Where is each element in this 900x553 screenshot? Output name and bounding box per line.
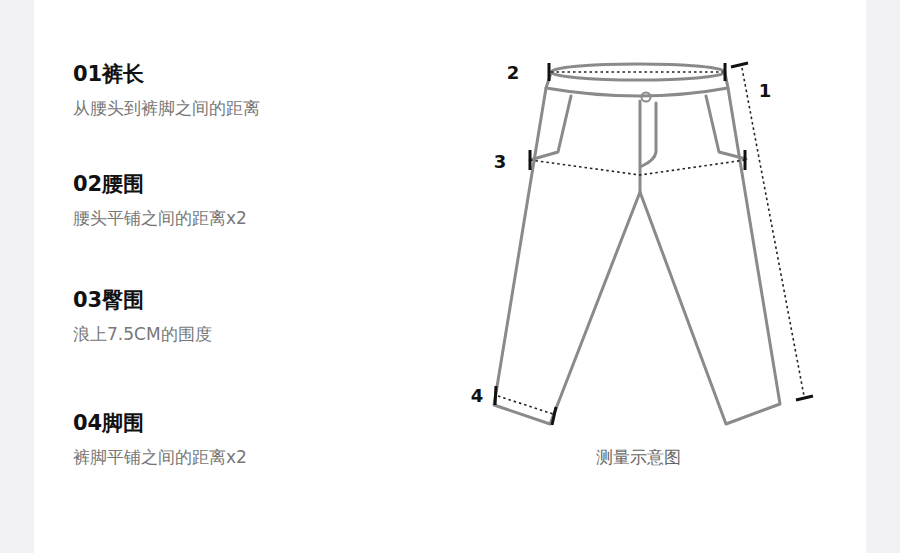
figure-caption: 测量示意图 <box>596 446 681 469</box>
section-heading: 01裤长 <box>73 60 144 88</box>
section-description: 浪上7.5CM的围度 <box>73 323 212 346</box>
section-heading: 03臀围 <box>73 286 144 314</box>
callout-number: 2 <box>507 62 520 83</box>
callout-number: 4 <box>471 385 484 406</box>
callout-number: 1 <box>759 80 772 101</box>
section-heading: 04脚围 <box>73 409 144 437</box>
section-heading: 02腰围 <box>73 170 144 198</box>
section-description: 从腰头到裤脚之间的距离 <box>73 97 260 120</box>
callout-number: 3 <box>494 151 507 172</box>
white-panel <box>34 0 866 553</box>
section-description: 腰头平铺之间的距离x2 <box>73 207 247 230</box>
section-description: 裤脚平铺之间的距离x2 <box>73 446 247 469</box>
